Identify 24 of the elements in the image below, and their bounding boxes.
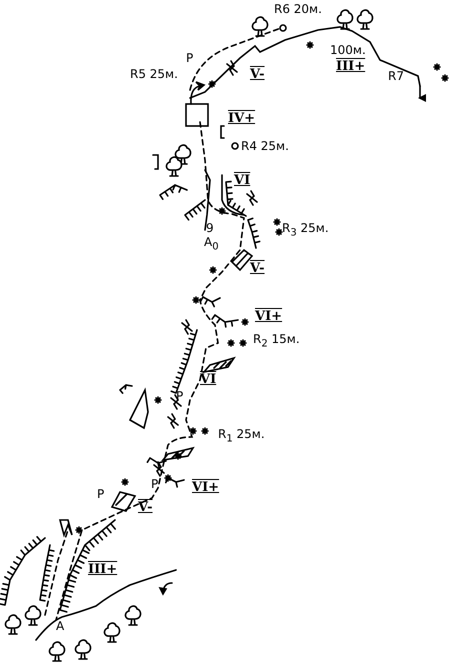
belay-note: R6 20м. — [274, 3, 322, 16]
grade-label: VI — [200, 373, 216, 388]
belay-note: R7 — [388, 70, 404, 84]
grade-label: V- — [250, 68, 265, 82]
grade-label: VI+ — [192, 481, 220, 496]
topo-mark: P — [151, 478, 158, 492]
belay-note: R5 25м. — [130, 68, 178, 82]
topo-mark: A — [56, 620, 64, 634]
grade-label: VI+ — [255, 310, 282, 324]
topo-mark: 9 — [206, 222, 214, 236]
belay-note: R$_{1}$ 25м. — [218, 428, 265, 444]
topo-mark: P — [186, 52, 194, 66]
topo-mark: P — [97, 488, 104, 502]
grade-label: III+ — [88, 563, 118, 578]
grade-label: V- — [138, 501, 153, 516]
belay-note: 100м. — [330, 44, 366, 58]
belay-note: R$_{3}$ 25м. — [282, 222, 329, 238]
grade-label: III+ — [336, 60, 366, 74]
grade-label: IV+ — [228, 112, 256, 126]
grade-label: V- — [250, 262, 265, 276]
belay-note: R4 25м. — [241, 140, 289, 154]
topo-mark: A$_{0}$ — [204, 236, 219, 252]
belay-note: R$_{2}$ 15м. — [253, 333, 300, 350]
grade-label: VI — [234, 174, 250, 188]
